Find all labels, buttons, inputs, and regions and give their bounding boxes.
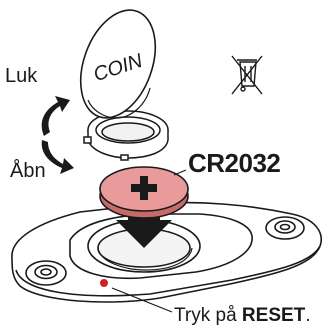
reset-leader-line [111,287,173,313]
crossed-out-bin-icon [231,55,263,95]
reset-instruction: Tryk på RESET. [174,306,311,325]
battery-type-label: CR2032 [188,148,281,178]
reset-keyword: RESET [241,305,306,326]
reset-prefix: Tryk på [174,305,242,326]
reset-button [100,279,108,287]
open-label: Åbn [10,160,46,182]
coin-cover-ring [83,110,169,161]
rotate-arrows-icon [41,96,74,174]
battery-leader-line [173,169,187,176]
coin-cover-icon: COIN [79,9,157,119]
close-label: Luk [5,65,38,87]
sensor-pod-icon [11,201,323,303]
reset-suffix: . [305,305,311,326]
battery-icon [99,166,189,219]
